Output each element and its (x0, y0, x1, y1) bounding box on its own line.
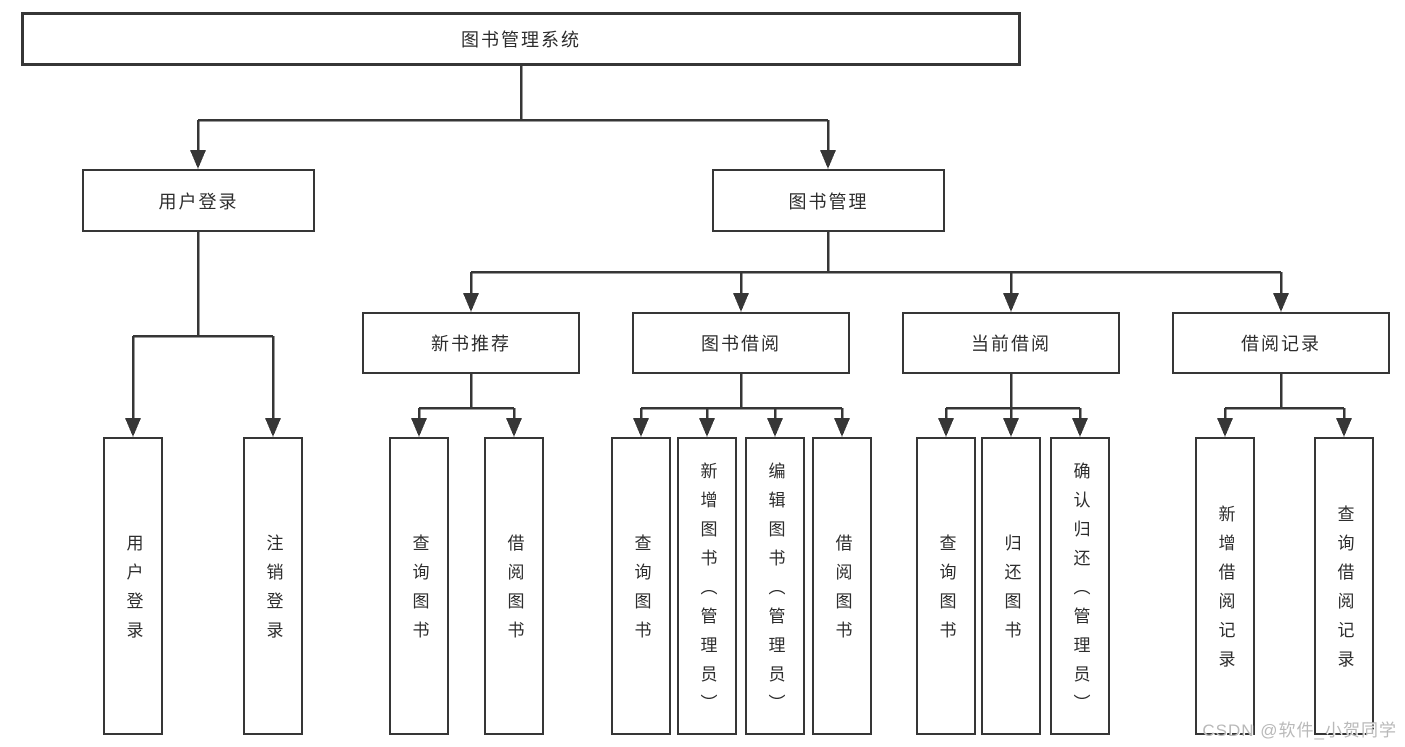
leaf-newbook-query-book: 查询图书 (389, 437, 449, 735)
leaf-current-query-book: 查询图书 (916, 437, 976, 735)
leaf-current-confirm-return-admin: 确认归还（管理员） (1050, 437, 1110, 735)
leaf-logout: 注销登录 (243, 437, 303, 735)
leaf-borrow-edit-book-admin: 编辑图书（管理员） (745, 437, 805, 735)
node-library-management-system: 图书管理系统 (21, 12, 1021, 66)
leaf-record-query-borrow-record: 查询借阅记录 (1314, 437, 1374, 735)
leaf-label: 确认归还（管理员） (1070, 461, 1090, 723)
node-book-management: 图书管理 (712, 169, 945, 232)
node-borrowing-records: 借阅记录 (1172, 312, 1390, 374)
leaf-label: 注销登录 (263, 534, 283, 650)
leaf-current-return-book: 归还图书 (981, 437, 1041, 735)
leaf-label: 查询图书 (936, 534, 956, 650)
arrowheads (125, 150, 1352, 437)
leaf-label: 借阅图书 (832, 534, 852, 650)
leaf-label: 新增图书（管理员） (697, 461, 717, 723)
node-current-borrowing: 当前借阅 (902, 312, 1120, 374)
leaf-borrow-borrow-book: 借阅图书 (812, 437, 872, 735)
leaf-label: 用户登录 (123, 534, 143, 650)
leaf-label: 编辑图书（管理员） (765, 461, 785, 723)
leaf-user-login: 用户登录 (103, 437, 163, 735)
leaf-newbook-borrow-book: 借阅图书 (484, 437, 544, 735)
leaf-label: 查询借阅记录 (1334, 505, 1354, 679)
csdn-watermark: CSDN @软件_小贺同学 (1202, 721, 1397, 740)
node-book-borrowing: 图书借阅 (632, 312, 850, 374)
node-user-login: 用户登录 (82, 169, 315, 232)
leaf-label: 查询图书 (631, 534, 651, 650)
leaf-label: 新增借阅记录 (1215, 505, 1235, 679)
leaf-label: 查询图书 (409, 534, 429, 650)
node-new-book-recommendation: 新书推荐 (362, 312, 580, 374)
leaf-borrow-add-book-admin: 新增图书（管理员） (677, 437, 737, 735)
leaf-borrow-query-book: 查询图书 (611, 437, 671, 735)
leaf-label: 归还图书 (1001, 534, 1021, 650)
leaf-label: 借阅图书 (504, 534, 524, 650)
leaf-record-add-borrow-record: 新增借阅记录 (1195, 437, 1255, 735)
